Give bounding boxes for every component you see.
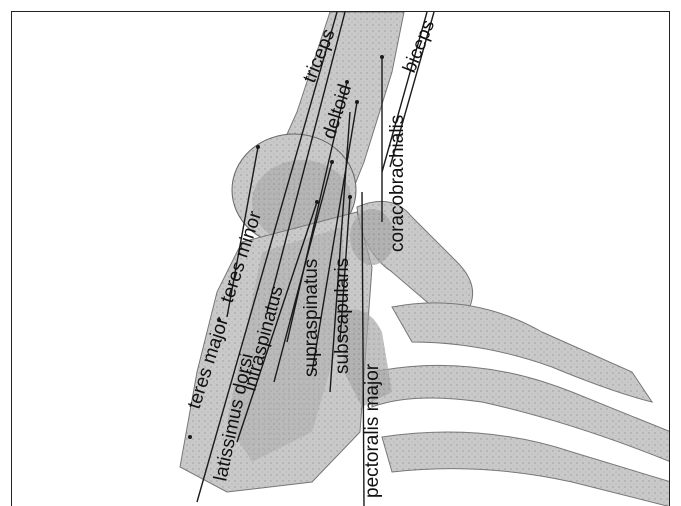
label-pectoralis-major: pectoralis major bbox=[362, 363, 383, 498]
anatomy-figure: triceps biceps deltoid coracobrachialis … bbox=[11, 11, 670, 506]
label-supraspinatus: supraspinatus bbox=[301, 259, 322, 377]
shoulder-anatomy-illustration: triceps biceps deltoid coracobrachialis … bbox=[12, 12, 670, 506]
label-subscapularis: subscapularis bbox=[332, 258, 353, 374]
label-coracobrachialis: coracobrachialis bbox=[387, 115, 408, 252]
label-biceps: biceps bbox=[399, 17, 439, 76]
